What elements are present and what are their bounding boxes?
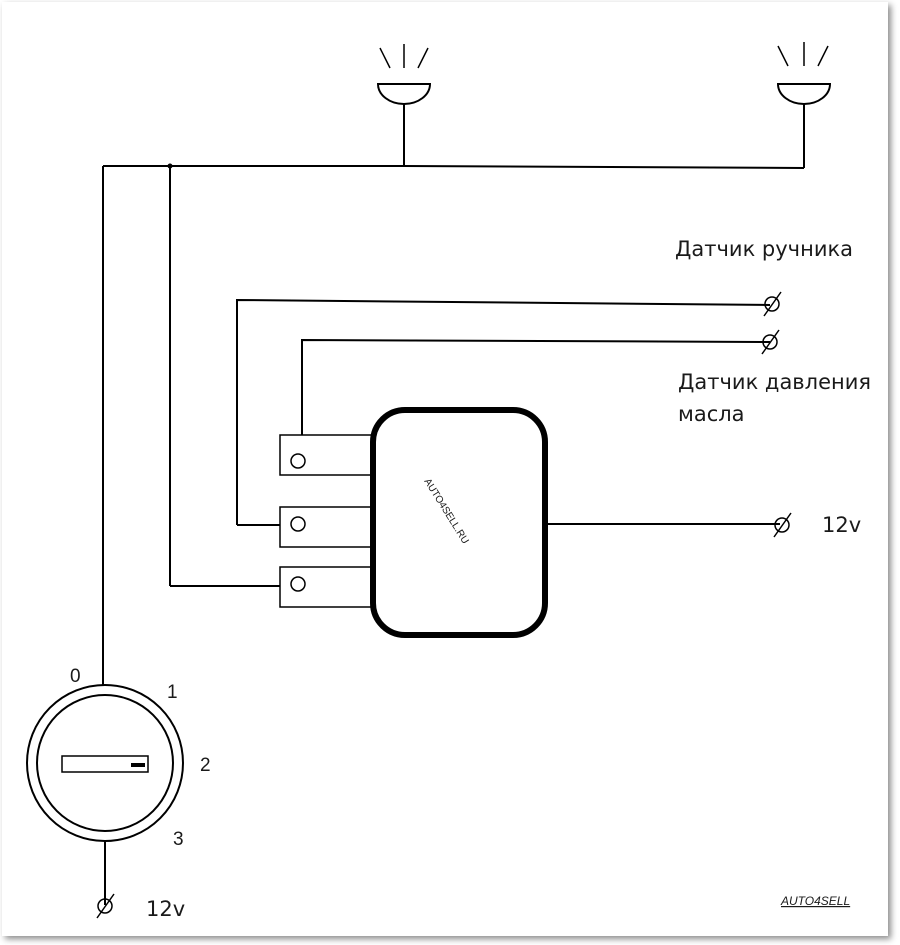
relay-block	[370, 407, 548, 638]
ignition-switch-icon	[26, 684, 184, 842]
lamp-icon	[776, 42, 832, 105]
ignition-position-1: 1	[167, 682, 178, 703]
brand-link[interactable]: AUTO4SELL	[780, 894, 850, 908]
relay-power-terminal-icon	[773, 512, 792, 538]
ignition-power-label: 12v	[146, 897, 185, 921]
lamp-wires	[102, 104, 805, 688]
relay-power-label: 12v	[822, 513, 861, 537]
ignition-power-terminal-icon	[96, 893, 115, 919]
relay-connector	[279, 434, 374, 608]
ignition-position-2: 2	[200, 755, 211, 776]
handbrake-sensor-terminal-icon	[763, 291, 782, 317]
ignition-position-0: 0	[70, 666, 81, 687]
sensor-wires	[170, 298, 771, 587]
lamp-icon	[376, 44, 432, 105]
oil-pressure-sensor-label-line2: масла	[678, 402, 745, 426]
ignition-position-3: 3	[173, 829, 184, 850]
oil-pressure-sensor-label: Датчик давления	[678, 370, 871, 394]
handbrake-sensor-label: Датчик ручника	[675, 237, 853, 261]
oil-pressure-sensor-terminal-icon	[761, 329, 780, 355]
